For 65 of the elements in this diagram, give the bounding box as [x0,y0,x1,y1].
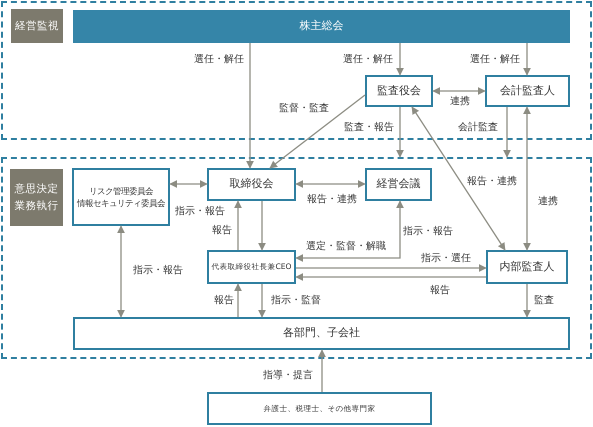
node-label: 情報セキュリティ委員会 [77,197,165,210]
arrow [269,94,366,169]
arrow [523,43,531,76]
arrow [318,349,326,392]
arrow [523,284,531,318]
section-label: 経営監視 [11,9,63,43]
process-box [485,75,570,107]
dashed-group-frame [1,1,592,140]
arrow [246,43,254,169]
section-label: 意思決定業務執行 [10,169,63,226]
arrow [503,107,511,158]
arrow [234,283,242,317]
node-label: 監査役会 [377,82,421,99]
edge-label: 連携 [537,194,559,208]
arrow [258,284,266,318]
node-label: 取締役会 [230,176,274,192]
process-box [365,75,433,107]
edge-label: 報告 [213,293,235,307]
edge-label: 選定・監督・解職 [305,239,387,253]
arrow [169,180,208,188]
banner-box [73,10,570,43]
arrow [258,201,266,251]
annotation-label: 指示・報告 [402,224,454,238]
node-label: 内部監査人 [500,258,554,275]
edge-label: 指示・選任 [420,251,472,265]
process-box [486,250,568,284]
process-box [73,317,570,350]
arrow [396,107,404,158]
edge-label: 監査 [533,293,555,307]
node-label: 各部門、子会社 [283,325,360,342]
arrow [295,180,366,188]
node-label: 株主総会 [300,18,344,34]
arrow [234,200,242,250]
edge-label: 監査・報告 [343,120,395,134]
process-box [72,168,170,226]
arrow [295,273,486,281]
arrow [117,225,125,318]
edge-label: 指示・報告 [174,204,226,218]
edge-label: 報告 [211,223,233,237]
edge-label: 報告・連携 [466,174,518,188]
arrow [396,43,404,76]
arrow [523,106,531,251]
arrow [295,200,404,262]
edge-label: 監督・監査 [278,101,330,115]
arrow [411,106,506,251]
edge-label: 報告 [429,283,451,297]
edge-label: 指導・提言 [262,368,314,382]
process-box [207,250,296,284]
process-box [207,392,432,425]
edge-label: 選任・解任 [193,52,245,66]
edge-label: 指示・監督 [270,293,322,307]
process-box [207,168,296,201]
edge-label: 会計監査 [457,120,499,134]
arrow [296,264,487,272]
dashed-group-frame [1,157,592,359]
edge-label: 選任・解任 [469,52,521,66]
node-label: リスク管理委員会 [89,184,153,197]
edge-label: 連携 [449,94,471,108]
arrow [432,87,486,95]
process-box [365,168,432,201]
edge-label: 指示・報告 [132,263,184,277]
edge-label: 報告・連携 [306,192,358,206]
node-label: 経営会議 [376,176,420,192]
edge-label: 選任・解任 [342,52,394,66]
node-label: 会計監査人 [500,82,555,99]
